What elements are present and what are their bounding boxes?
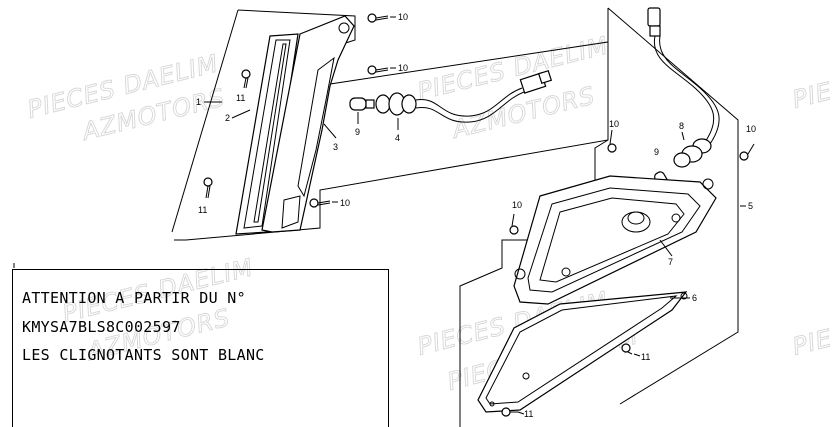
- callout-3: 3: [333, 142, 338, 152]
- callout-10: 10: [340, 198, 350, 208]
- left-bulb-part-9: [349, 97, 375, 111]
- callout-9: 9: [654, 147, 659, 157]
- left-lens-part-2: [235, 33, 299, 235]
- screw-10-right-top: [607, 129, 617, 153]
- screw-11-right-low: [501, 407, 518, 417]
- callout-9: 9: [355, 127, 360, 137]
- screw-11-right-mid: [621, 343, 633, 355]
- screw-10-low: [309, 198, 331, 208]
- watermark-text: PIE: [790, 324, 835, 361]
- watermark-text: PIE: [790, 77, 835, 114]
- callout-5: 5: [748, 201, 753, 211]
- screw-10-mid: [367, 65, 389, 75]
- screw-11-low: [203, 177, 213, 199]
- callout-11: 11: [198, 205, 207, 215]
- callout-10: 10: [609, 119, 619, 129]
- notice-line-3: LES CLIGNOTANTS SONT BLANC: [22, 346, 265, 364]
- callout-11: 11: [236, 93, 245, 103]
- callout-10: 10: [398, 63, 408, 73]
- callout-6: 6: [692, 293, 697, 303]
- notice-box: [12, 269, 389, 427]
- callout-10: 10: [512, 200, 522, 210]
- callout-1: 1: [196, 97, 201, 107]
- left-socket-part-4: [375, 69, 553, 123]
- notice-line-1: ATTENTION A PARTIR DU N°: [22, 289, 246, 307]
- right-assembly: 10 10 10 8 9 5 7 6 11 11: [459, 7, 756, 427]
- right-frame-right: [607, 7, 739, 405]
- callout-8: 8: [679, 121, 684, 131]
- screw-10-top: [367, 13, 389, 23]
- screw-11-top: [241, 69, 251, 89]
- notice-line-2: KMYSA7BLS8C002597: [22, 318, 181, 336]
- left-frame-side: [171, 9, 239, 233]
- callout-2: 2: [225, 113, 230, 123]
- callout-7: 7: [668, 257, 673, 267]
- right-lens-part-6: [477, 291, 688, 413]
- callout-11: 11: [641, 352, 650, 362]
- callout-10: 10: [746, 124, 756, 134]
- screw-10-right-mid: [509, 213, 519, 235]
- callout-10: 10: [398, 12, 408, 22]
- callout-4: 4: [395, 133, 400, 143]
- callout-11: 11: [524, 409, 533, 419]
- screw-10-right-side: [739, 143, 755, 161]
- right-socket-part-8: [647, 7, 720, 168]
- left-housing-part-3: [261, 15, 355, 233]
- right-housing-part-7: [513, 175, 717, 305]
